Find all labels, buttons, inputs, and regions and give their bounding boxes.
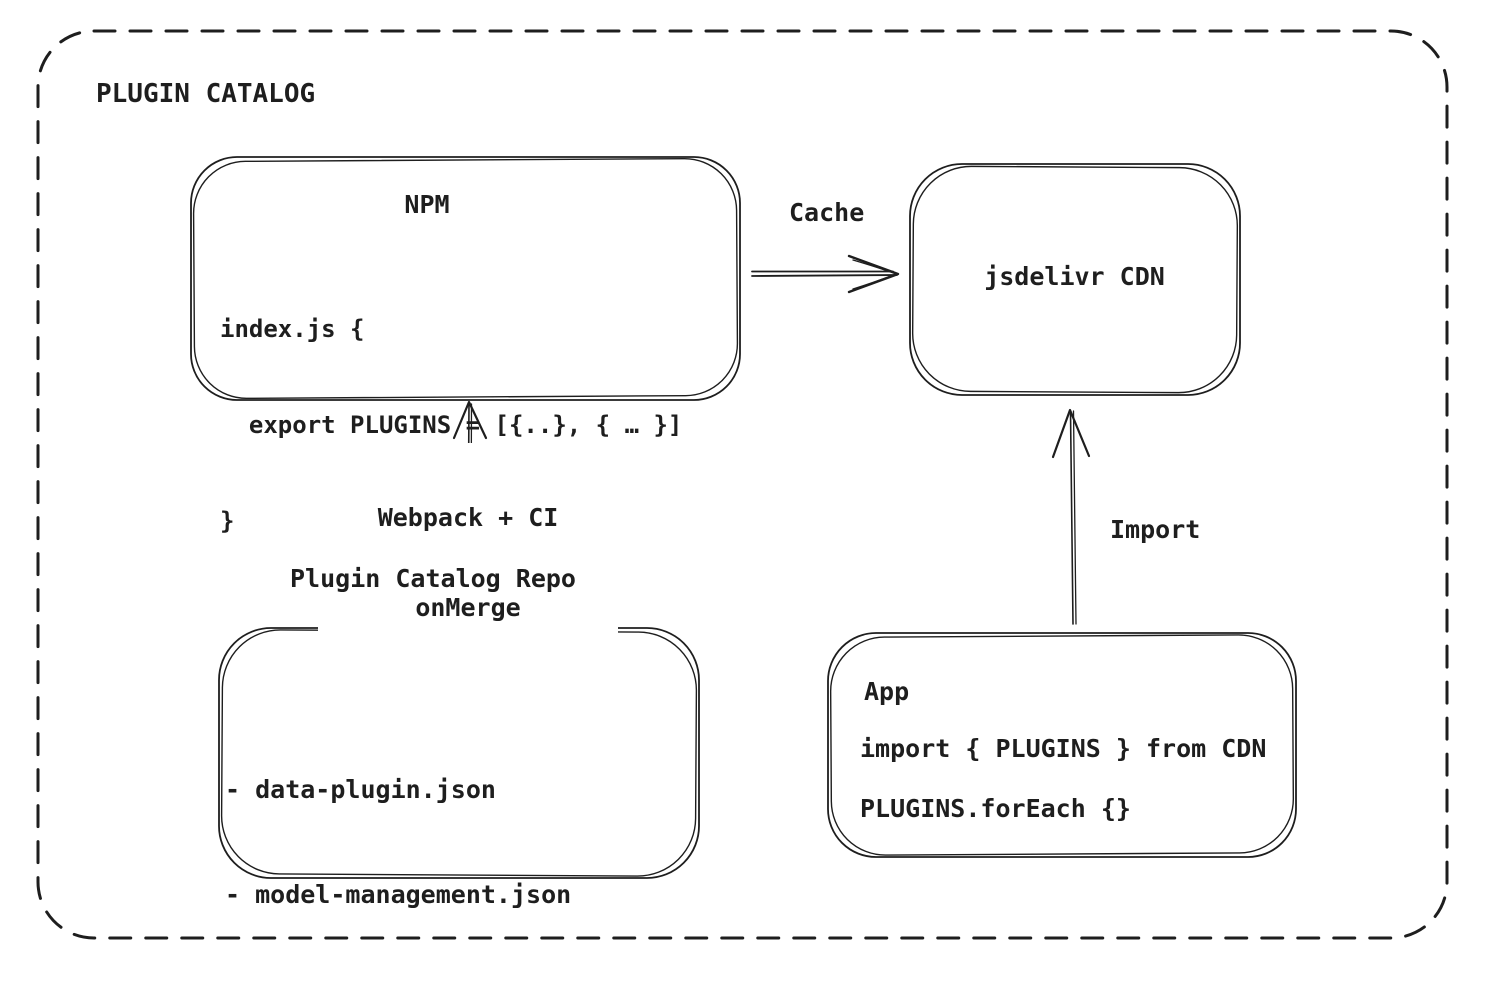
- cdn-box: [909, 163, 1241, 396]
- import-arrow: [1051, 408, 1091, 625]
- build-arrow-label: Webpack + CI onMerge: [318, 443, 618, 683]
- npm-box: [190, 156, 741, 401]
- build-arrow-label-line: onMerge: [415, 593, 521, 622]
- npm-code-line: }: [220, 507, 235, 535]
- build-arrow-label-line: Webpack + CI: [377, 503, 559, 532]
- repo-box-label: Plugin Catalog Repo: [290, 564, 576, 593]
- npm-code-line: index.js {: [220, 315, 365, 343]
- app-code-line: import { PLUGINS } from CDN: [860, 734, 1267, 763]
- npm-box-title: NPM: [404, 190, 450, 219]
- app-box-title: App: [864, 677, 910, 706]
- repo-file-item: - model-management.json: [225, 880, 572, 909]
- repo-file-list: - data-plugin.json - model-management.js…: [225, 702, 571, 1002]
- app-code-line: PLUGINS.forEach {}: [860, 794, 1131, 823]
- catalog-title: PLUGIN CATALOG: [96, 79, 316, 109]
- import-arrow-label: Import: [1110, 515, 1201, 544]
- cache-arrow-label: Cache: [789, 198, 865, 227]
- npm-code-block: index.js { export PLUGINS = [{..}, { … }…: [220, 249, 682, 601]
- cdn-box-label: jsdelivr CDN: [984, 262, 1165, 291]
- repo-file-item: - data-plugin.json: [225, 775, 496, 804]
- catalog-boundary-dashed-frame: [36, 29, 1449, 940]
- npm-code-line: export PLUGINS = [{..}, { … }]: [220, 411, 683, 439]
- app-box: [827, 632, 1297, 858]
- repo-file-item: ...: [225, 985, 286, 1002]
- cache-arrow: [751, 254, 900, 294]
